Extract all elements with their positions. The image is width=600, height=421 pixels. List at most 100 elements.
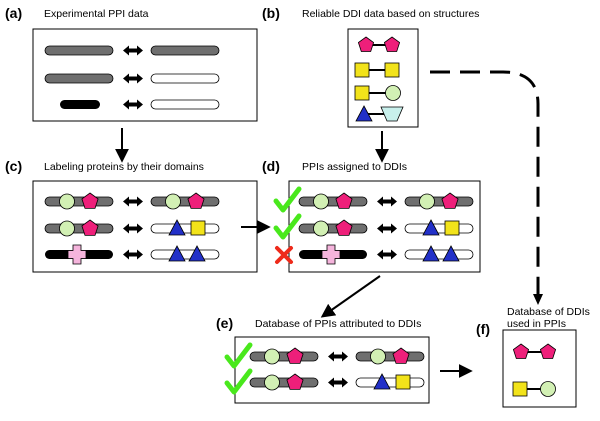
green-circle-domain — [540, 381, 556, 397]
protein-gray — [249, 351, 319, 362]
ppi-pair-a3 — [60, 99, 220, 110]
cross-icon — [275, 246, 293, 264]
green-circle-domain — [264, 374, 280, 391]
green-circle-domain — [370, 348, 386, 365]
ppi-pair-c2 — [44, 219, 220, 237]
yellow-square-domain — [354, 85, 370, 101]
blue-triangle-domain — [355, 105, 373, 122]
protein-gray — [404, 196, 474, 207]
protein-gray — [298, 196, 368, 207]
protein-black — [60, 100, 100, 109]
blue-triangle-domain — [168, 219, 186, 236]
ppi-pair-a1 — [44, 45, 220, 56]
double-arrow-icon — [377, 223, 397, 234]
yellow-square-domain — [395, 374, 411, 390]
panel-b-content — [354, 36, 404, 122]
check-icon — [224, 342, 253, 369]
protein-gray — [355, 351, 425, 362]
light-pink-cross-domain — [321, 244, 341, 265]
yellow-square-domain — [384, 62, 400, 78]
panel-f-box — [502, 329, 577, 408]
double-arrow-icon — [123, 249, 143, 260]
protein-white — [150, 73, 220, 84]
protein-white — [404, 249, 474, 260]
blue-triangle-domain — [422, 219, 440, 236]
protein-gray — [44, 223, 114, 234]
panel-e-caption: Database of PPIs attributed to DDIs — [255, 318, 422, 330]
ddi-square-circle — [512, 381, 556, 397]
protein-white — [150, 99, 220, 110]
check-icon — [224, 368, 253, 395]
double-arrow-icon — [123, 73, 143, 84]
yellow-square-domain — [512, 381, 528, 397]
panel-e-box — [234, 336, 430, 404]
panel-f-letter: (f) — [476, 321, 490, 337]
pink-pentagon-domain — [187, 192, 205, 209]
ppi-pair-d2 — [298, 219, 474, 237]
green-circle-domain — [385, 85, 401, 101]
double-arrow-icon — [377, 249, 397, 260]
panel-e-letter: (e) — [216, 315, 234, 331]
protein-white — [355, 377, 425, 388]
panel-d-caption: PPIs assigned to DDIs — [302, 161, 408, 173]
double-arrow-icon — [328, 377, 348, 388]
light-pink-cross-domain — [67, 244, 87, 265]
yellow-square-domain — [354, 62, 370, 78]
blue-triangle-domain — [373, 373, 391, 390]
pink-pentagon-domain — [539, 343, 557, 359]
pink-pentagon-domain — [81, 219, 99, 236]
ddi-triangle-trapezoid — [355, 105, 404, 122]
pink-pentagon-domain — [512, 343, 530, 359]
ppi-pair-d1 — [298, 192, 474, 210]
check-icon — [273, 213, 302, 240]
protein-gray — [44, 45, 114, 56]
ppi-pair-c1 — [44, 192, 220, 210]
blue-triangle-domain — [442, 245, 460, 262]
ddi-pentagon-pentagon — [512, 343, 557, 359]
cyan-trapezoid-domain — [380, 106, 404, 122]
protein-white — [404, 223, 474, 234]
pink-pentagon-domain — [392, 347, 410, 364]
pink-pentagon-domain — [286, 373, 304, 390]
green-circle-domain — [313, 220, 329, 237]
panel-f-caption-line2: used in PPIs — [507, 318, 566, 330]
green-circle-domain — [59, 193, 75, 210]
protein-gray — [150, 196, 220, 207]
green-circle-domain — [419, 193, 435, 210]
dashed-arrow-head — [533, 294, 543, 305]
pink-pentagon-domain — [335, 219, 353, 236]
panel-d-letter: (d) — [262, 158, 280, 174]
blue-triangle-domain — [188, 245, 206, 262]
panel-c-content — [44, 192, 220, 265]
panel-a-letter: (a) — [5, 5, 23, 21]
ppi-pair-c3 — [45, 244, 220, 265]
arrow-d-to-e — [320, 275, 381, 318]
panel-c-letter: (c) — [5, 158, 23, 174]
panel-d-content — [273, 186, 474, 265]
ppi-pair-e2 — [249, 373, 425, 391]
double-arrow-icon — [123, 99, 143, 110]
panel-b-letter: (b) — [262, 5, 280, 21]
blue-triangle-domain — [168, 245, 186, 262]
protein-gray — [44, 196, 114, 207]
double-arrow-icon — [123, 45, 143, 56]
pink-pentagon-domain — [81, 192, 99, 209]
ppi-pair-d3 — [299, 244, 474, 265]
panel-b-caption: Reliable DDI data based on structures — [302, 8, 480, 20]
green-circle-domain — [264, 348, 280, 365]
protein-white — [150, 223, 220, 234]
blue-triangle-domain — [422, 245, 440, 262]
ppi-pair-a2 — [44, 73, 220, 84]
dashed-arrow-b-to-f — [430, 70, 540, 294]
green-circle-domain — [313, 193, 329, 210]
protein-gray — [44, 73, 114, 84]
ddi-square-square — [354, 62, 400, 78]
pink-pentagon-domain — [357, 36, 375, 52]
double-arrow-icon — [377, 196, 397, 207]
double-arrow-icon — [328, 351, 348, 362]
panel-e-content — [224, 342, 425, 395]
double-arrow-icon — [123, 196, 143, 207]
pink-pentagon-domain — [286, 347, 304, 364]
panel-a-caption: Experimental PPI data — [44, 8, 149, 20]
